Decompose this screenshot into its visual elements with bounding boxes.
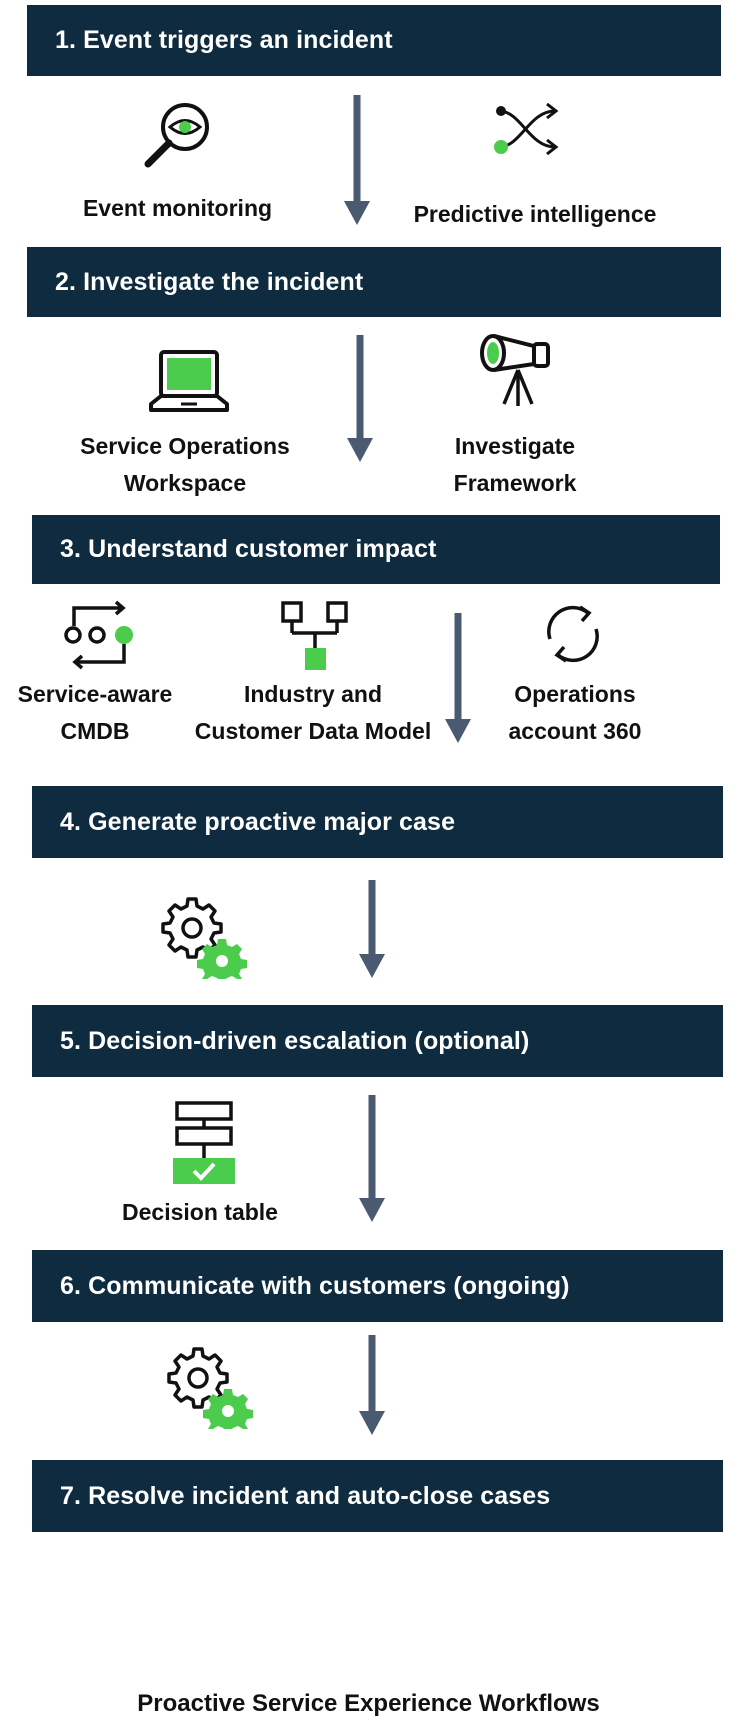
step-6-bar: 6. Communicate with customers (ongoing): [32, 1250, 723, 1322]
shuffle-arrows-icon: [494, 103, 559, 155]
arrow-down-icon: [347, 335, 373, 462]
step-2-label: 2. Investigate the incident: [55, 267, 364, 296]
step-7-label: 7. Resolve incident and auto-close cases: [60, 1481, 551, 1510]
telescope-icon: [480, 334, 550, 406]
service-operations-workspace-label: Service Operations Workspace: [80, 433, 290, 496]
arrow-down-icon: [344, 95, 370, 225]
step-2-bar: 2. Investigate the incident: [27, 247, 721, 317]
operations-account-360-label: Operations account 360: [508, 681, 642, 744]
step-7-bar: 7. Resolve incident and auto-close cases: [32, 1460, 723, 1532]
gears-icon: [167, 1347, 253, 1429]
step-4-label: 4. Generate proactive major case: [60, 807, 456, 836]
laptop-icon: [149, 350, 229, 412]
hierarchy-icon: [281, 601, 348, 670]
step-4-bar: 4. Generate proactive major case: [32, 786, 723, 858]
event-monitoring-label: Event monitoring: [82, 195, 273, 221]
step-5-bar: 5. Decision-driven escalation (optional): [32, 1005, 723, 1077]
predictive-intelligence-label: Predictive intelligence: [413, 201, 657, 227]
investigate-framework-label: Investigate Framework: [453, 433, 577, 496]
step-1-bar: 1. Event triggers an incident: [27, 5, 721, 76]
decision-table-icon: [173, 1101, 235, 1184]
magnifier-eye-icon: [144, 103, 209, 168]
refresh-cycle-icon: [547, 605, 599, 663]
arrow-down-icon: [359, 1335, 385, 1435]
decision-table-label: Decision table: [122, 1199, 278, 1225]
step-6-label: 6. Communicate with customers (ongoing): [60, 1271, 570, 1300]
diagram-caption: Proactive Service Experience Workflows: [137, 1690, 600, 1717]
arrow-down-icon: [359, 1095, 385, 1222]
step-3-label: 3. Understand customer impact: [60, 535, 437, 563]
step-1-label: 1. Event triggers an incident: [55, 26, 393, 54]
step-5-label: 5. Decision-driven escalation (optional): [60, 1026, 530, 1055]
arrow-down-icon: [359, 880, 385, 978]
service-aware-cmdb-label: Service-aware CMDB: [17, 681, 173, 744]
arrow-down-icon: [445, 613, 471, 743]
step-3-bar: 3. Understand customer impact: [32, 515, 720, 584]
gears-icon: [161, 897, 247, 979]
industry-customer-data-model-label: Industry and Customer Data Model: [194, 681, 432, 744]
cmdb-cycle-icon: [64, 600, 133, 670]
